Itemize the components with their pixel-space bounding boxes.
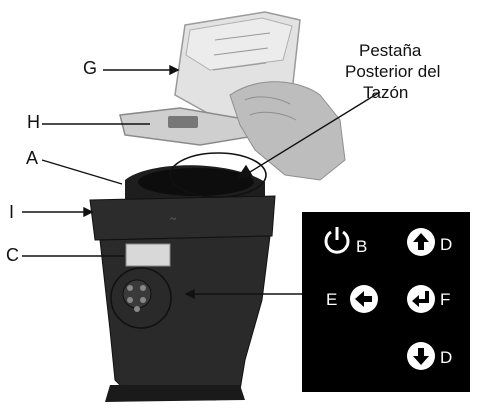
arrow-up-icon xyxy=(405,226,437,258)
control-panel-inset: B D E F D xyxy=(302,212,470,392)
back-label: E xyxy=(326,291,337,308)
label-i: I xyxy=(9,203,14,221)
label-a: A xyxy=(26,149,38,167)
svg-text:~: ~ xyxy=(170,213,176,225)
caption-line-2: Posterior del xyxy=(345,61,493,82)
arrow-down-icon xyxy=(405,340,437,372)
caption-line-3: Tazón xyxy=(345,82,493,103)
enter-label: F xyxy=(440,291,450,308)
label-g: G xyxy=(83,59,97,77)
bowl-tab-caption: Pestaña Posterior del Tazón xyxy=(345,40,493,103)
caption-line-1: Pestaña xyxy=(345,40,493,61)
appliance-body: ~ xyxy=(90,153,275,402)
up-label: D xyxy=(440,236,452,253)
hand xyxy=(230,82,345,180)
power-icon xyxy=(321,224,353,256)
power-label: B xyxy=(356,238,367,255)
arrow-left-icon xyxy=(348,283,380,315)
label-h: H xyxy=(27,113,40,131)
down-label: D xyxy=(440,349,452,366)
label-c: C xyxy=(6,246,19,264)
enter-icon xyxy=(405,283,437,315)
